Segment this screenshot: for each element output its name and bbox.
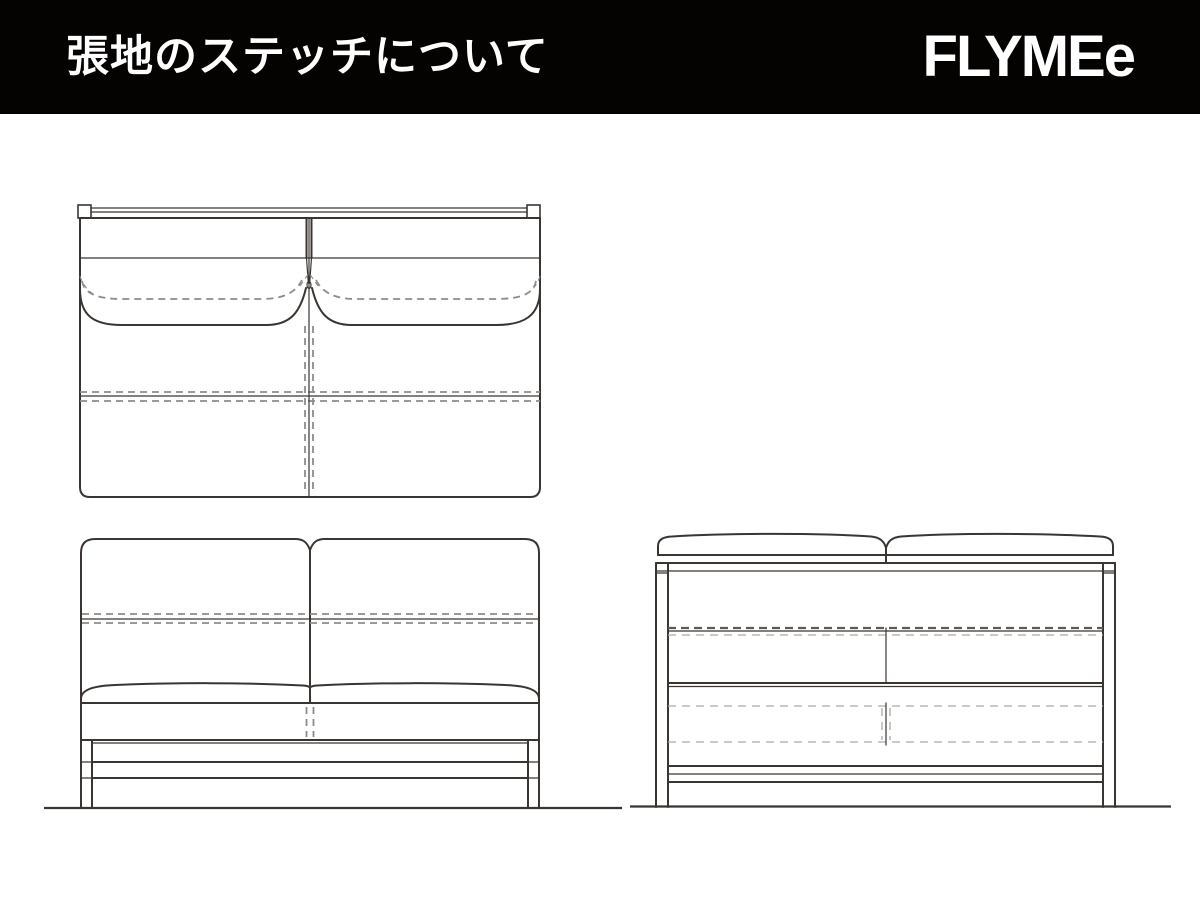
top-view-seat-stitch-line: [79, 391, 541, 402]
front-view-seat-cushion: [80, 682, 540, 704]
back-view-mid-panel: [667, 627, 1104, 688]
back-view-posts: [655, 562, 1116, 808]
header-bar: 張地のステッチについて FLYMEe: [0, 0, 1200, 114]
front-view-backrest-stitch-line: [81, 613, 539, 624]
flymee-logo: FLYMEe: [922, 24, 1136, 89]
front-view-backrest: [80, 538, 540, 741]
front-view-legs-and-rails: [80, 739, 540, 809]
back-view-cushion-tops: [657, 532, 1114, 564]
top-view-back-cushions: [79, 217, 541, 326]
sofa-back-view-drawing: [655, 532, 1116, 808]
back-view-lower-stitch-lines: [668, 702, 1103, 746]
back-view-top-rail: [655, 562, 1116, 572]
top-view-body-outline: [79, 217, 541, 498]
sofa-front-view-drawing: [80, 538, 540, 809]
top-view-cushion-stitch-line: [79, 272, 541, 300]
sofa-top-view-drawing: [77, 204, 541, 498]
back-view-bottom-rails: [667, 765, 1104, 783]
page-title: 張地のステッチについて: [66, 32, 549, 81]
top-view-center-seam: [304, 217, 314, 497]
top-view-back-rail: [77, 204, 541, 219]
front-view-seat-base: [80, 707, 540, 744]
ground-line: [44, 805, 1171, 810]
